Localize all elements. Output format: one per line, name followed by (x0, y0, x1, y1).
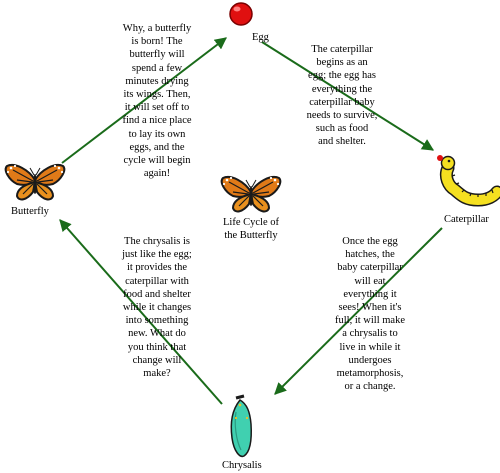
butterfly-icon-center (220, 175, 282, 213)
chrysalis-icon (230, 394, 252, 458)
text-line: food and shelter (123, 288, 191, 300)
text-chrysalis-to-butterfly: The chrysalis is just like the egg; it p… (98, 235, 216, 380)
text-line: its wings. Then, (123, 89, 191, 101)
arrow-chrysalis-to-butterfly (59, 219, 223, 405)
text-line: into something (125, 315, 189, 327)
stage-label-butterfly: Butterfly (11, 206, 49, 217)
text-line: live in while it (339, 341, 401, 353)
text-line: just like the egg; (122, 249, 192, 261)
center-title: Life Cycle of the Butterfly (205, 216, 297, 242)
text-line: will eat (354, 275, 386, 287)
arrow-butterfly-to-egg (61, 37, 227, 164)
text-line: it will set off to (124, 102, 190, 114)
text-egg-to-caterpillar: The caterpillar begins as an egg; the eg… (283, 43, 401, 149)
egg-icon (229, 2, 253, 26)
text-line: metamorphosis, (336, 368, 404, 380)
text-line: minutes drying (125, 75, 189, 87)
text-line: everything it (343, 288, 397, 300)
stage-label-chrysalis: Chrysalis (222, 460, 262, 471)
text-line: Once the egg (342, 236, 398, 247)
text-caterpillar-to-chrysalis: Once the egg hatches, the baby caterpill… (314, 235, 426, 393)
arrow-caterpillar-to-chrysalis (274, 227, 443, 395)
text-line: Why, a butterfly (122, 23, 192, 34)
text-line: you think that (127, 341, 187, 353)
caterpillar-icon (437, 155, 500, 207)
text-line: to lay its own (128, 128, 186, 140)
text-line: eggs, and the (129, 141, 185, 153)
text-line: it provides the (126, 262, 188, 274)
text-line: a chrysalis to (342, 328, 398, 340)
text-line: everything the (311, 83, 373, 95)
text-line: and shelter. (318, 136, 366, 148)
text-butterfly-to-egg: Why, a butterfly is born! The butterfly … (98, 22, 216, 180)
text-line: sees! When it's (338, 302, 402, 314)
text-line: caterpillar with (125, 275, 189, 287)
text-line: spend a few (131, 62, 183, 74)
text-line: egg; the egg has (308, 70, 376, 82)
text-line: The caterpillar (311, 44, 373, 55)
center-title-line-2: the Butterfly (224, 230, 278, 242)
text-line: The chrysalis is (124, 236, 190, 247)
stage-label-egg: Egg (252, 32, 269, 43)
text-line: while it changes (122, 302, 192, 314)
text-line: baby caterpillar (337, 262, 403, 274)
text-line: is born! The (131, 36, 183, 48)
text-line: find a nice place (122, 115, 192, 127)
text-line: needs to survive, (306, 110, 378, 122)
butterfly-icon (4, 163, 66, 201)
text-line: or a change. (344, 381, 396, 393)
arrow-egg-to-caterpillar (261, 41, 435, 151)
text-line: full, it will make (335, 315, 405, 327)
text-line: hatches, the (345, 249, 395, 261)
text-line: such as food (315, 123, 369, 135)
text-line: begins as an (316, 57, 368, 69)
text-line: change will (132, 354, 182, 366)
text-line: new. What do (128, 328, 186, 340)
text-line: caterpillar baby (309, 96, 375, 108)
text-line: again! (143, 168, 171, 180)
text-line: cycle will begin (123, 155, 191, 167)
text-line: butterfly will (129, 49, 185, 61)
text-line: undergoes (348, 354, 392, 366)
center-title-line-1: Life Cycle of (223, 217, 279, 228)
stage-label-caterpillar: Caterpillar (444, 214, 489, 225)
text-line: make? (143, 368, 171, 380)
